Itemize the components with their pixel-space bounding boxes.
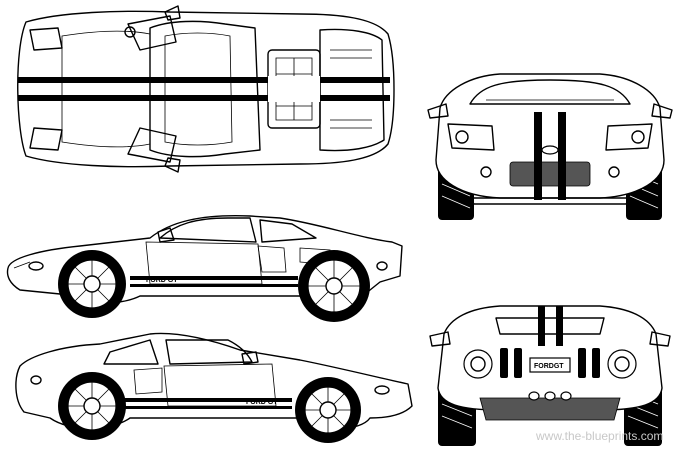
front-view <box>427 73 673 220</box>
side-badge-bottom: FORD GT <box>246 399 278 406</box>
rear-badge: FORDGT <box>534 363 564 370</box>
side-view-left: FORD GT <box>15 332 413 443</box>
top-view <box>17 5 395 173</box>
side-view-right: FORD GT <box>6 215 403 322</box>
rear-view: FORDGT <box>429 305 671 446</box>
watermark: www.the-blueprints.com <box>535 429 663 443</box>
side-badge-top: FORD GT <box>146 277 178 284</box>
